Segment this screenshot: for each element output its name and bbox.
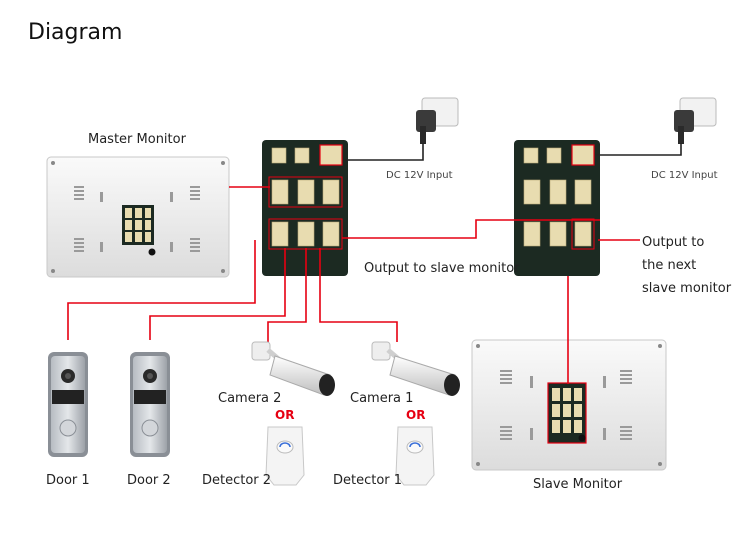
- camera-2: [251, 341, 335, 396]
- red-wiring: [67, 186, 640, 384]
- slave-monitor: [471, 339, 667, 471]
- output-to-slave-label: Output to slave monitor: [364, 261, 520, 276]
- detector-2-label: Detector 2: [202, 473, 272, 488]
- power-cable-right: [596, 143, 682, 156]
- slave-monitor-label: Slave Monitor: [533, 477, 623, 492]
- camera-2-label: Camera 2: [218, 391, 282, 406]
- door-station-1: [48, 352, 88, 457]
- wire-door2: [149, 248, 286, 340]
- wire-camera2: [267, 248, 307, 342]
- diagram-title: Diagram: [28, 20, 123, 45]
- or-right-label: OR: [406, 408, 426, 422]
- door-1-label: Door 1: [46, 473, 90, 488]
- output-next-line-2: the next: [642, 258, 697, 273]
- dc-input-left-label: DC 12V Input: [386, 170, 453, 181]
- slave-terminal-board: [514, 140, 600, 276]
- master-monitor: [46, 156, 230, 278]
- master-terminal-board: [262, 140, 348, 276]
- or-left-label: OR: [275, 408, 295, 422]
- wire-camera1: [319, 248, 398, 342]
- camera-1: [371, 341, 460, 396]
- wire-door1: [67, 240, 256, 340]
- door-2-label: Door 2: [127, 473, 171, 488]
- detector-1: [395, 426, 435, 486]
- detector-2: [265, 426, 305, 486]
- output-next-line-3: slave monitor: [642, 281, 732, 296]
- power-adapter-left: [416, 97, 459, 144]
- master-monitor-label: Master Monitor: [88, 132, 186, 147]
- power-adapter-right: [674, 97, 717, 144]
- camera-1-label: Camera 1: [350, 391, 414, 406]
- output-next-slave-label: Output to the next slave monitor: [642, 231, 731, 300]
- wire-to-slave-monitor: [342, 219, 600, 239]
- output-next-line-1: Output to: [642, 235, 705, 250]
- power-cable-left: [344, 143, 424, 161]
- door-station-2: [130, 352, 170, 457]
- detector-1-label: Detector 1: [333, 473, 403, 488]
- dc-input-right-label: DC 12V Input: [651, 170, 718, 181]
